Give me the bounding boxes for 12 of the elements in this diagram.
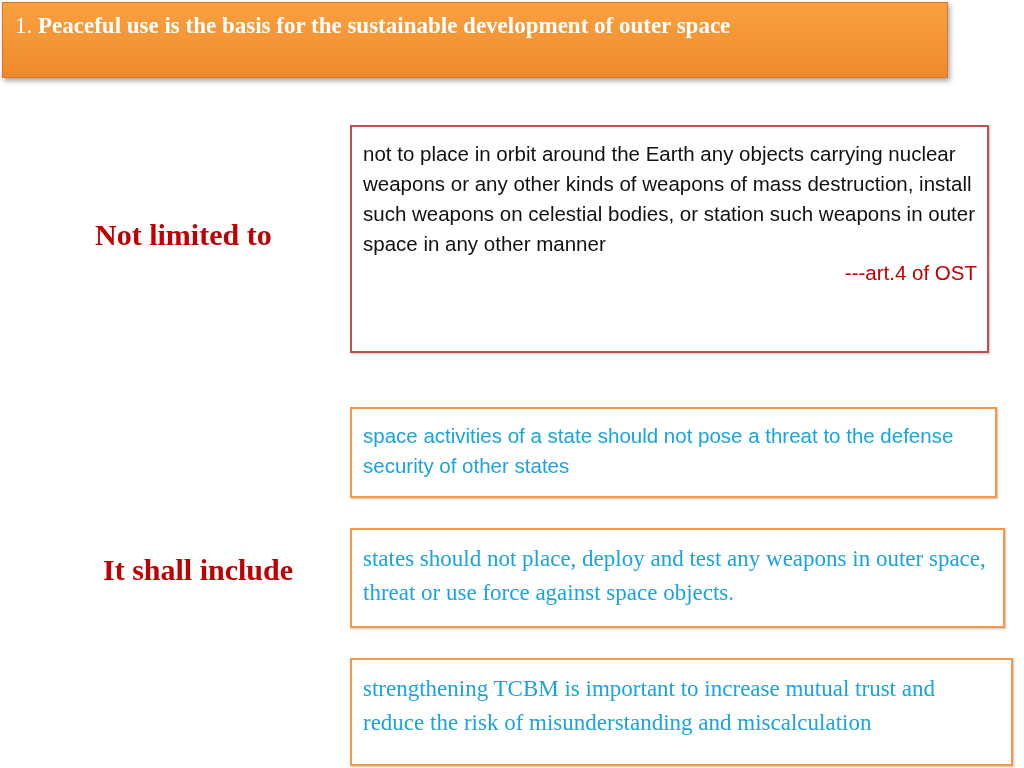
category-label: Not limited to (95, 218, 272, 252)
text-box (350, 125, 989, 353)
statement-text: not to place in orbit around the Earth any objects carrying nuclear weapons or any other kinds of weapons of mass destruction, install such weapons on celestial bodies, or station such weapons in outer space in any other manner (363, 141, 976, 258)
text-box (350, 528, 1005, 628)
citation: ---art.4 of OST (843, 259, 977, 286)
statement-text: strengthening TCBM is important to increase mutual trust and reduce the risk of misunderstanding and miscalculation (363, 675, 936, 737)
statement-text: states should not place, deploy and test any weapons in outer space, threat or use force against space objects. (363, 545, 987, 607)
text-box (350, 407, 997, 498)
text-box (350, 658, 1013, 766)
title: 1. Peaceful use is the basis for the sustainable development of outer space (15, 13, 732, 39)
category-label: It shall include (103, 553, 294, 587)
statement-text: space activities of a state should not pose a threat to the defense security of other states (363, 423, 955, 480)
